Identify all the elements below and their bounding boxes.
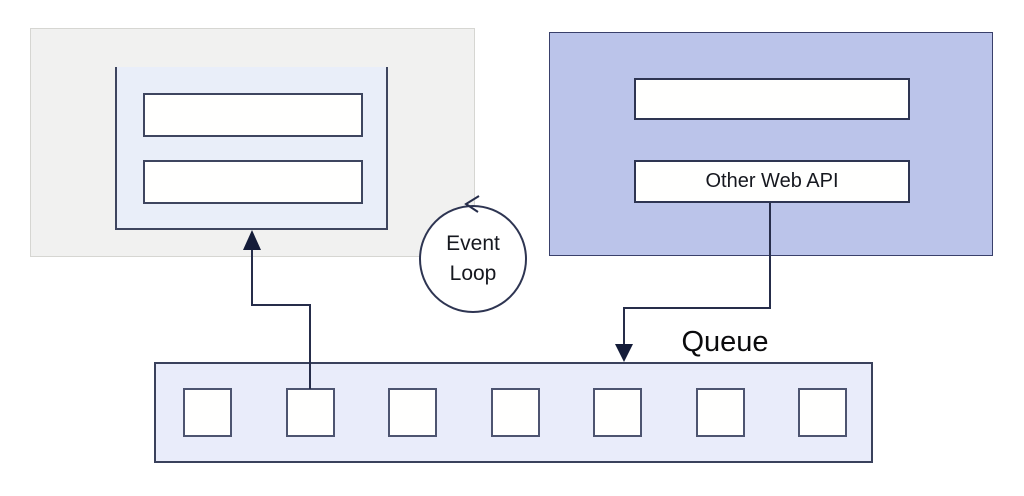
queue-label: Queue [681,326,769,358]
arrowhead-down-icon [615,344,633,362]
web-api-row-other: Other Web API [634,160,910,203]
event-loop-label-line1: Event [446,232,500,255]
queue-box [154,362,873,463]
queue-slots [183,388,847,437]
event-loop-circle: Event Loop [419,205,527,313]
web-api-row-empty [634,78,910,120]
queue-slot [798,388,847,437]
web-api-panel: Other Web API [549,32,993,256]
stack-frame [143,93,363,137]
queue-slot [285,388,335,437]
queue-slot [593,388,642,437]
queue-slot [490,388,540,437]
queue-slot [388,388,437,437]
queue-slot [695,388,745,437]
queue-slot [183,388,232,437]
stack-frame [143,160,363,204]
event-loop-label-line2: Loop [449,262,497,285]
stack-container [115,67,388,230]
